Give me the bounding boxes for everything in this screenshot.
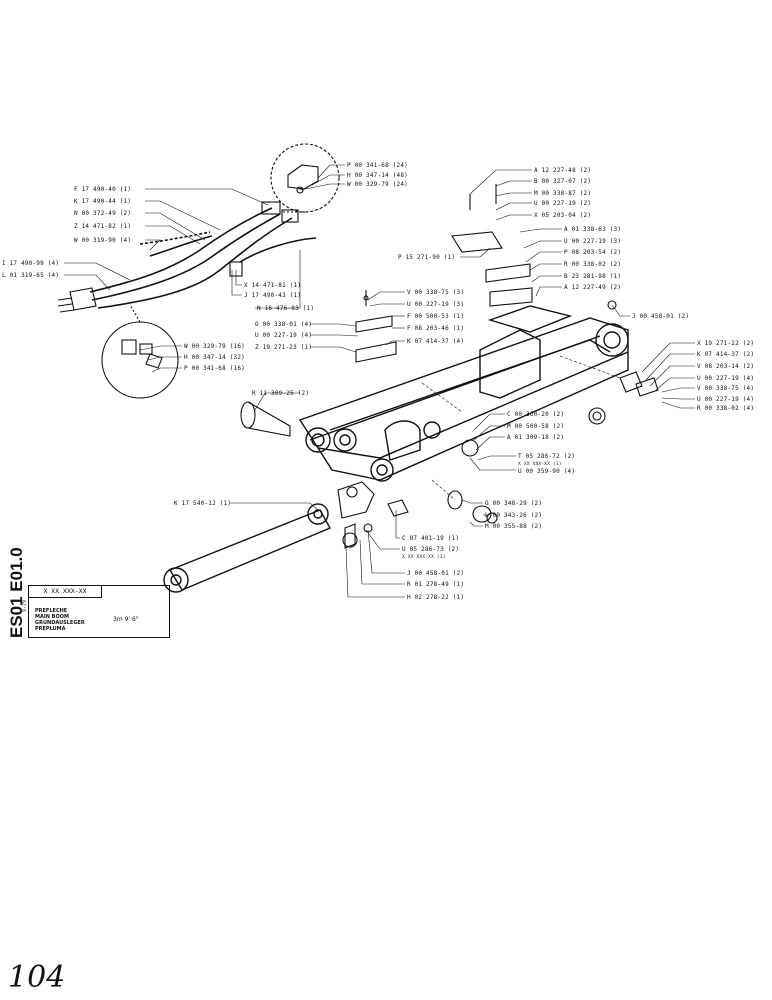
part-label: F 17 490-40 (1) [74,186,132,193]
part-label: A 01 309-18 (2) [507,434,565,441]
part-label: A 12 227-48 (2) [534,167,592,174]
part-label: J 00 458-01 (2) [632,313,690,320]
hydraulic-hoses [89,207,317,309]
part-label: L 01 319-65 (4) [2,272,60,279]
leader-lines [64,164,695,598]
hose-bracket-top [261,201,281,215]
part-label: W 00 329-79 (16) [184,343,245,350]
part-label: X 19 271-22 (2) [697,340,755,347]
part-label: B 23 281-98 (1) [564,273,622,280]
part-label: Z 14 471-82 (1) [74,223,132,230]
part-label: R 00 338-02 (2) [564,261,622,268]
part-label: W 00 329-79 (24) [347,181,408,188]
right-side-parts [588,300,659,425]
part-label: N 00 372-49 (2) [74,210,132,217]
title-block: X XX XXX-XX PREFLECHE MAIN BOOM GRUNDAUS… [28,585,170,638]
title-block-part-code: X XX XXX-XX [29,586,102,598]
part-label: Z 19 271-23 (1) [255,344,313,351]
part-label: B 00 327-07 (2) [534,178,592,185]
part-label: M 00 338-87 (2) [534,190,592,197]
part-label: N 16 476-83 (1) [257,305,315,312]
tie-rod [163,503,331,593]
clamp-strips [355,184,533,363]
page-number: 104 [8,960,66,995]
part-label: X 05 203-04 (2) [534,212,592,219]
part-label: K 07 414-37 (4) [407,338,465,345]
part-label: U 00 227-19 (2) [534,200,592,207]
part-label: R 00 338-02 (4) [697,405,755,412]
part-label: W 00 319-90 (4) [74,237,132,244]
part-label: V 00 338-75 (3) [407,289,465,296]
part-label: P 08 203-54 (2) [564,249,622,256]
part-label: A 01 338-63 (3) [564,226,622,233]
revision-date: 9-79 [22,599,28,612]
part-label: C 00 360-20 (2) [507,411,565,418]
boom-pin [240,401,291,437]
part-label: H 00 347-14 (48) [347,172,408,179]
name-en: MAIN BOOM [35,614,69,620]
part-label: U 00 227-19 (3) [564,238,622,245]
lower-bracket-parts [337,439,498,549]
part-label: F 08 203-46 (1) [407,325,465,332]
name-fr: PREFLECHE [35,608,68,614]
part-label: P 15 271-90 (1) [398,254,456,261]
part-label: U 05 286-73 (2) [402,546,460,553]
part-label: R 01 278-49 (1) [407,581,465,588]
part-label: U 00 359-90 (4) [518,468,576,475]
part-label: K 07 414-37 (2) [697,351,755,358]
part-label: T 05 286-72 (2) [518,453,576,460]
part-label: X XX XXX-XX (1) [518,462,562,467]
part-label: V 00 338-75 (4) [697,385,755,392]
hose-ends [69,287,97,311]
part-label: O 00 348-29 (2) [485,500,543,507]
part-label: A 12 227-49 (2) [564,284,622,291]
title-block-names: PREFLECHE MAIN BOOM GRUNDAUSLEGER PREPLU… [35,608,85,632]
bracket-detail-top [287,164,319,190]
part-label: X 14 471-81 (1) [244,282,302,289]
name-es: PREPLUMA [35,626,66,632]
part-label: H 00 347-14 (32) [184,354,245,361]
part-label: K 17 540-12 (1) [174,500,232,507]
part-label: X XX XXX-XX (1) [402,555,446,560]
part-label: J 00 458-01 (2) [407,570,465,577]
part-label: H 02 278-22 (1) [407,594,465,601]
part-label: L 00 343-26 (2) [485,512,543,519]
part-label: V 08 203-14 (2) [697,363,755,370]
part-label: I 17 490-99 (4) [2,260,60,267]
part-label: U 00 227-19 (4) [697,396,755,403]
main-boom [298,305,629,482]
boom-size: 3m 9' 6" [113,616,139,623]
detail-circle-left [101,321,179,399]
part-label: P 00 341-68 (24) [347,162,408,169]
part-label: K 17 490-44 (1) [74,198,132,205]
part-label: U 00 227-19 (3) [407,301,465,308]
part-label: P 00 341-68 (16) [184,365,245,372]
detail-circle-top [270,143,340,213]
bolt-detail-top [296,186,304,194]
part-label: M 00 500-58 (2) [507,423,565,430]
part-label: F 00 500-53 (1) [407,313,465,320]
name-de: GRUNDAUSLEGER [35,620,85,626]
part-label: M 00 355-88 (2) [485,523,543,530]
part-label: R 11 309-25 (2) [252,390,310,397]
part-label: U 00 227-19 (4) [255,332,313,339]
part-label: J 17 490-43 (1) [244,292,302,299]
part-label: C 07 401-19 (1) [402,535,460,542]
part-label: O 00 338-01 (4) [255,321,313,328]
part-label: U 00 227-19 (4) [697,375,755,382]
